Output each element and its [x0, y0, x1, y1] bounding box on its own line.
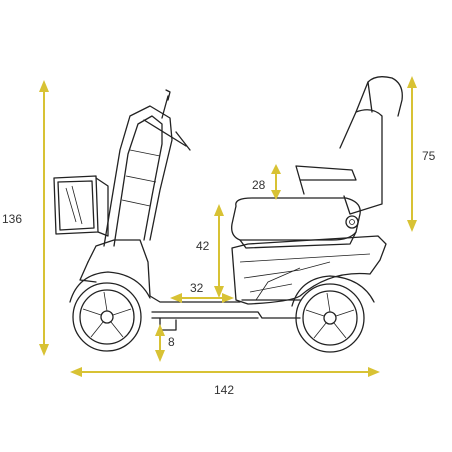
chassis — [149, 235, 387, 331]
front-body — [79, 89, 191, 297]
total-height-label: 136 — [2, 212, 22, 226]
dimension-labels: 136 75 28 42 32 8 142 — [2, 149, 436, 397]
total-height-arrow — [39, 80, 49, 356]
seat-height-label: 42 — [196, 239, 210, 253]
rear-wheel — [291, 275, 375, 353]
seat — [231, 76, 403, 249]
armrest-height-arrow — [271, 164, 281, 200]
floor-length-arrow — [170, 293, 234, 303]
floor-length-label: 32 — [190, 281, 204, 295]
scooter-drawing — [53, 76, 403, 353]
armrest-height-label: 28 — [252, 178, 266, 192]
seat-height-arrow — [214, 204, 224, 298]
total-length-arrow — [70, 367, 380, 377]
front-wheel — [69, 271, 151, 352]
backrest-height-label: 75 — [422, 149, 436, 163]
ground-clearance-label: 8 — [168, 335, 175, 349]
total-length-label: 142 — [214, 383, 234, 397]
backrest-height-arrow — [407, 76, 417, 232]
front-basket — [53, 175, 109, 237]
dimension-arrows — [39, 76, 417, 377]
ground-clearance-arrow — [155, 324, 165, 362]
